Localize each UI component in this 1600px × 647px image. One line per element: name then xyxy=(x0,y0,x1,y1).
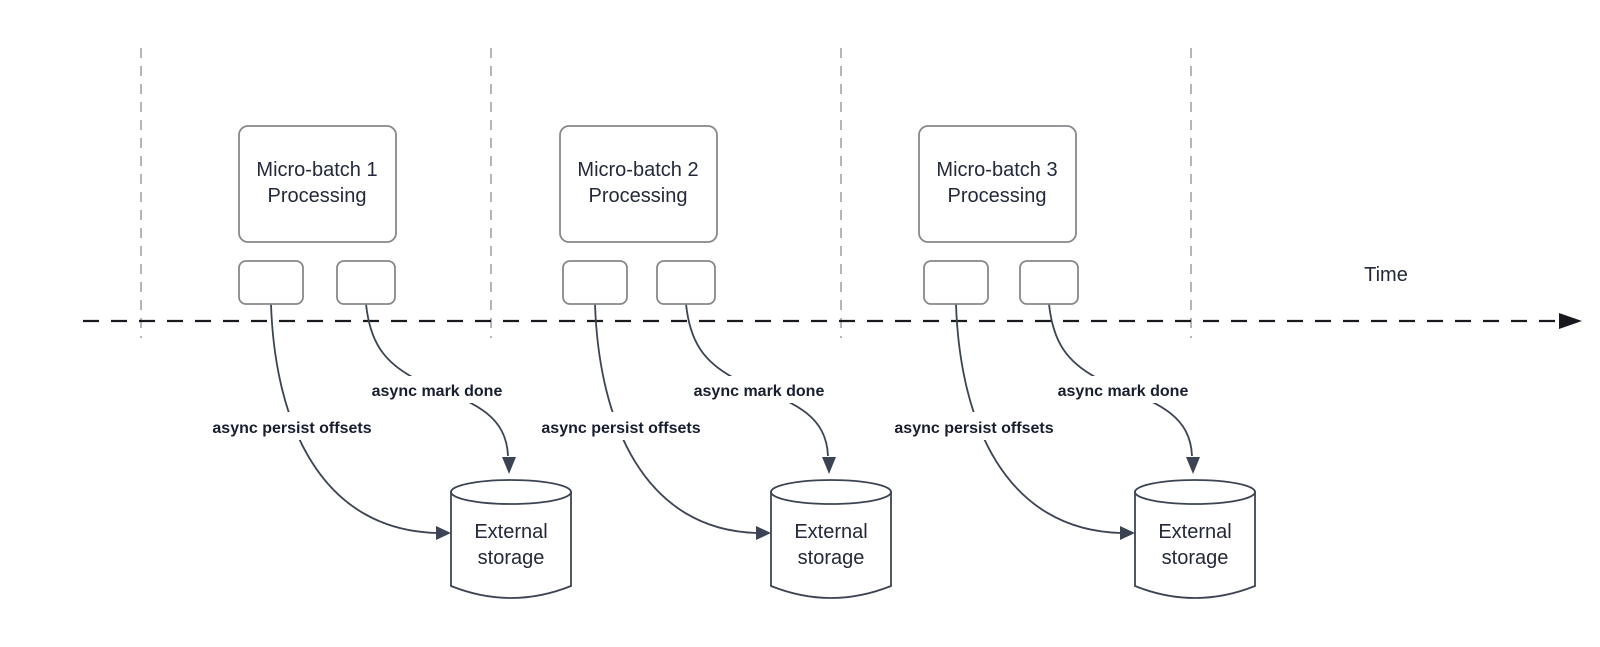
processing-box-2-title-line1: Micro-batch 2 xyxy=(577,159,698,181)
mark-done-label-3: async mark done xyxy=(1058,383,1189,400)
external-storage-cylinder-body-1 xyxy=(450,491,572,599)
microbatch-group-1: Micro-batch 1 Processing async persist o… xyxy=(202,125,572,599)
processing-box-3-title-line2: Processing xyxy=(948,185,1047,207)
processing-box-2 xyxy=(559,125,718,243)
external-storage-cylinder-body-2 xyxy=(770,491,892,599)
external-storage-3-line1: External xyxy=(1158,521,1231,543)
external-storage-1-line1: External xyxy=(474,521,547,543)
persist-offsets-connector-1 xyxy=(270,303,438,534)
persist-offsets-label-mask-3 xyxy=(884,412,1064,440)
mark-done-label-mask-2 xyxy=(682,376,836,403)
persist-task-box-3 xyxy=(923,260,989,305)
persist-offsets-connector-2 xyxy=(594,303,758,534)
persist-offsets-arrowhead-icon-3 xyxy=(1120,526,1135,540)
mark-done-arrowhead-icon-2 xyxy=(822,457,836,474)
mark-done-task-box-2 xyxy=(656,260,716,305)
persist-offsets-label-mask-1 xyxy=(202,412,382,440)
persist-task-box-1 xyxy=(238,260,304,305)
external-storage-3-line2: storage xyxy=(1162,547,1229,569)
external-storage-1-line2: storage xyxy=(478,547,545,569)
time-axis-label: Time xyxy=(1364,264,1408,286)
persist-offsets-arrowhead-icon-2 xyxy=(756,526,771,540)
processing-box-1-title-line1: Micro-batch 1 xyxy=(256,159,377,181)
microbatch-group-2: Micro-batch 2 Processing async persist o… xyxy=(531,125,892,599)
mark-done-label-mask-3 xyxy=(1046,376,1200,403)
external-storage-2-line2: storage xyxy=(798,547,865,569)
external-storage-cylinder-top-2 xyxy=(770,479,892,505)
mark-done-label-1: async mark done xyxy=(372,383,503,400)
processing-box-2-title-line2: Processing xyxy=(589,185,688,207)
mark-done-label-mask-1 xyxy=(360,376,514,403)
external-storage-cylinder-top-1 xyxy=(450,479,572,505)
external-storage-cylinder-top-3 xyxy=(1134,479,1256,505)
persist-offsets-label-1: async persist offsets xyxy=(212,420,371,437)
external-storage-2-line1: External xyxy=(794,521,867,543)
persist-offsets-label-mask-2 xyxy=(531,412,711,440)
persist-offsets-label-2: async persist offsets xyxy=(541,420,700,437)
mark-done-task-box-3 xyxy=(1019,260,1079,305)
time-axis-arrowhead-icon xyxy=(1559,313,1582,329)
mark-done-label-2: async mark done xyxy=(694,383,825,400)
microbatch-group-3: Micro-batch 3 Processing async persist o… xyxy=(884,125,1256,599)
external-storage-cylinder-body-3 xyxy=(1134,491,1256,599)
persist-offsets-label-3: async persist offsets xyxy=(894,420,1053,437)
mark-done-arrowhead-icon-3 xyxy=(1186,457,1200,474)
mark-done-task-box-1 xyxy=(336,260,396,305)
processing-box-3-title-line1: Micro-batch 3 xyxy=(936,159,1057,181)
processing-box-1-title-line2: Processing xyxy=(268,185,367,207)
persist-task-box-2 xyxy=(562,260,628,305)
mark-done-arrowhead-icon-1 xyxy=(502,457,516,474)
persist-offsets-arrowhead-icon-1 xyxy=(436,526,451,540)
processing-box-3 xyxy=(918,125,1077,243)
persist-offsets-connector-3 xyxy=(955,303,1122,534)
processing-box-1 xyxy=(238,125,397,243)
